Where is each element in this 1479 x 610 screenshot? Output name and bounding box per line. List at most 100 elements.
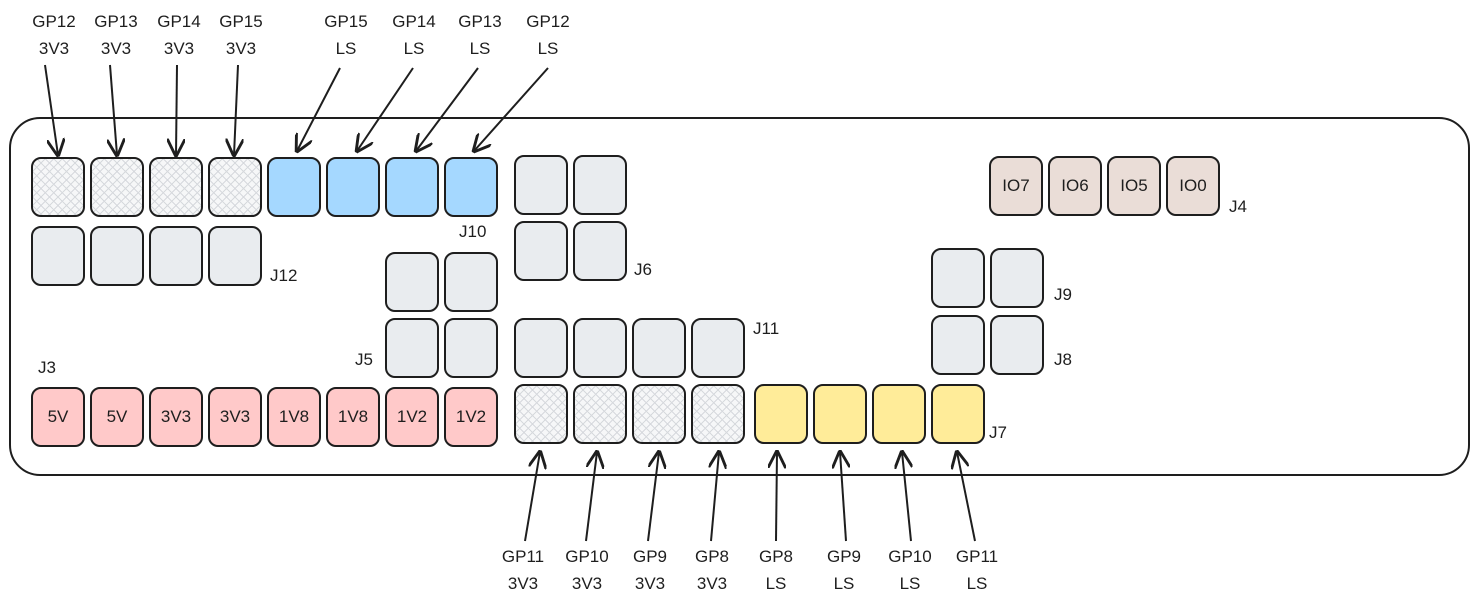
callout-signal: GP15 (324, 12, 368, 31)
j12-pin-top-4 (208, 157, 262, 217)
j12-pin-bottom-3 (149, 226, 203, 286)
arrow-1 (44, 64, 58, 155)
j11-pin-2 (573, 318, 627, 378)
j3-pin-3: 3V3 (149, 387, 203, 447)
callout-level: LS (469, 39, 491, 58)
j5-pin-2 (444, 252, 498, 312)
arrow-10 (585, 452, 597, 542)
j3-pin-5: 1V8 (267, 387, 321, 447)
callout-level: LS (335, 39, 357, 58)
j12-pin-bottom-2 (90, 226, 144, 286)
j5-pin-4 (444, 318, 498, 378)
arrow-3 (176, 64, 177, 155)
callout-signal: GP8 (694, 547, 730, 566)
header-label-j3: J3 (38, 358, 56, 377)
j4-pin-2: IO6 (1048, 156, 1102, 216)
callout-signal: GP15 (219, 12, 263, 31)
j8-pin-1 (931, 315, 985, 375)
j5-pin-1 (385, 252, 439, 312)
callout-signal: GP9 (632, 547, 668, 566)
callout-signal: GP13 (458, 12, 502, 31)
j10-pin-1 (267, 157, 321, 217)
callout-bottom-2: GP10 3V3 (547, 543, 627, 597)
callout-level: LS (833, 574, 855, 593)
arrow-4 (234, 64, 238, 155)
callout-signal: GP8 (758, 547, 794, 566)
j7-pin-8 (931, 384, 985, 444)
callout-signal: GP14 (157, 12, 201, 31)
callout-signal: GP14 (392, 12, 436, 31)
callout-level: 3V3 (696, 574, 728, 593)
j4-pin-4: IO0 (1166, 156, 1220, 216)
j5-pin-3 (385, 318, 439, 378)
arrow-6 (357, 67, 414, 151)
callout-level: 3V3 (38, 39, 70, 58)
callout-level: LS (537, 39, 559, 58)
arrow-5 (297, 67, 341, 151)
callout-level: LS (765, 574, 787, 593)
arrow-9 (524, 452, 540, 542)
header-label-j10: J10 (459, 222, 487, 241)
callout-signal: GP9 (826, 547, 862, 566)
callout-signal: GP13 (94, 12, 138, 31)
header-label-j9: J9 (1054, 285, 1072, 304)
arrow-15 (902, 452, 911, 542)
j3-pin-6: 1V8 (326, 387, 380, 447)
arrow-2 (110, 64, 117, 155)
j11-pin-4 (691, 318, 745, 378)
j3-pin-1: 5V (31, 387, 85, 447)
callout-level: 3V3 (163, 39, 195, 58)
callout-top-1: GP12 3V3 (14, 8, 94, 62)
j12-pin-bottom-4 (208, 226, 262, 286)
arrows-group (44, 64, 976, 542)
callout-signal: GP11 (955, 547, 999, 566)
callout-top-2: GP13 3V3 (76, 8, 156, 62)
j7-pin-5 (754, 384, 808, 444)
callout-level: 3V3 (571, 574, 603, 593)
callout-signal: GP10 (888, 547, 932, 566)
callout-level: LS (899, 574, 921, 593)
arrow-16 (957, 452, 976, 542)
j9-pin-1 (931, 248, 985, 308)
j6-pin-4 (573, 221, 627, 281)
j8-pin-2 (990, 315, 1044, 375)
j4-pin-3: IO5 (1107, 156, 1161, 216)
callout-level: LS (403, 39, 425, 58)
callout-signal: GP12 (526, 12, 570, 31)
callout-top-3: GP14 3V3 (139, 8, 219, 62)
header-label-j12: J12 (270, 266, 298, 285)
j3-pin-8: 1V2 (444, 387, 498, 447)
j3-pin-7: 1V2 (385, 387, 439, 447)
arrow-14 (840, 452, 846, 542)
j12-pin-bottom-1 (31, 226, 85, 286)
callout-signal: GP10 (565, 547, 609, 566)
callout-level: LS (966, 574, 988, 593)
header-label-j5: J5 (355, 350, 373, 369)
header-label-j8: J8 (1054, 350, 1072, 369)
arrow-7 (416, 67, 479, 151)
j7-pin-4 (691, 384, 745, 444)
j3-pin-2: 5V (90, 387, 144, 447)
callout-level: 3V3 (634, 574, 666, 593)
callout-signal: GP12 (32, 12, 76, 31)
header-label-j11: J11 (753, 319, 780, 338)
j3-pin-4: 3V3 (208, 387, 262, 447)
j7-pin-3 (632, 384, 686, 444)
j7-pin-7 (872, 384, 926, 444)
arrow-8 (474, 67, 549, 151)
j4-pin-1: IO7 (989, 156, 1043, 216)
header-label-j7: J7 (989, 423, 1007, 442)
callout-level: 3V3 (100, 39, 132, 58)
j9-pin-2 (990, 248, 1044, 308)
j7-pin-1 (514, 384, 568, 444)
